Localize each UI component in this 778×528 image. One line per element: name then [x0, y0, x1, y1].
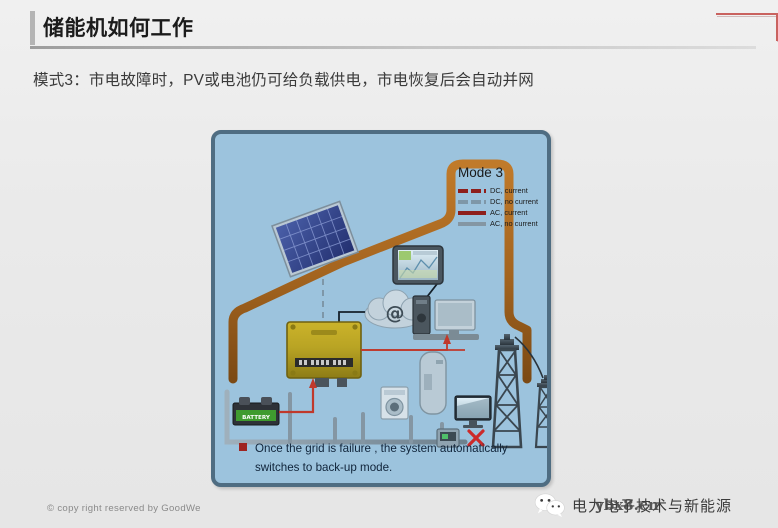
legend-label-dc-no-current: DC, no current	[490, 196, 539, 206]
battery-label: BATTERY	[242, 415, 271, 421]
legend-label-ac-no-current: AC, no current	[490, 218, 538, 228]
site-watermark: ybx8.cn	[595, 496, 659, 514]
solar-panel	[271, 200, 360, 278]
footer-brand-text: 电力电子技术与新能源	[572, 497, 733, 515]
footer-brand: 电力电子技术与新能源	[534, 491, 732, 519]
water-heater	[419, 351, 447, 415]
corner-bracket-accent	[716, 13, 778, 41]
legend-item-ac-current: AC, current	[458, 208, 548, 217]
diagram-legend: Mode 3 DC, current DC, no current AC, cu…	[458, 165, 548, 230]
caption-text: Once the grid is failure , the system au…	[255, 442, 508, 474]
legend-label-dc-current: DC, current	[490, 185, 528, 195]
washing-machine	[380, 386, 409, 420]
ac-bus-inactive	[224, 321, 468, 445]
system-diagram-panel: @	[211, 130, 551, 487]
battery: BATTERY	[232, 397, 280, 426]
legend-swatch-ac-current	[458, 210, 486, 215]
legend-title: Mode 3	[458, 165, 504, 180]
title-accent-bar	[30, 11, 35, 45]
legend-label-ac-current: AC, current	[490, 207, 528, 217]
legend-swatch-dc-no-current	[458, 199, 486, 204]
diagram-illustration: @	[224, 159, 547, 449]
transmission-tower-large	[491, 334, 523, 449]
legend-item-ac-no-current: AC, no current	[458, 219, 548, 228]
desktop-computer	[412, 295, 479, 340]
electric-meter	[436, 428, 460, 448]
monitoring-display	[392, 245, 444, 285]
title-underline	[30, 46, 756, 49]
dc-active-line	[279, 386, 315, 414]
legend-swatch-ac-no-current	[458, 221, 486, 226]
slide-subtitle: 模式3：市电故障时，PV或电池仍可给负载供电，市电恢复后会自动并网	[33, 72, 534, 89]
load-active-arrow	[361, 342, 448, 351]
wechat-icon	[534, 493, 565, 518]
grid-failure-mark	[467, 429, 485, 447]
power-line	[514, 336, 544, 379]
transmission-tower-small	[534, 375, 547, 449]
page-title: 储能机如何工作	[43, 17, 194, 40]
footer-copyright: © copy right reserved by GoodWe	[47, 503, 201, 514]
legend-swatch-dc-current	[458, 188, 486, 193]
roof-cable	[228, 159, 532, 384]
inverter	[286, 321, 362, 387]
television	[454, 395, 492, 428]
svg-text:@: @	[386, 302, 405, 324]
legend-item-dc-current: DC, current	[458, 186, 548, 195]
slide-header: 储能机如何工作	[0, 0, 778, 52]
legend-item-dc-no-current: DC, no current	[458, 197, 548, 206]
caption-bullet-icon	[239, 443, 247, 451]
